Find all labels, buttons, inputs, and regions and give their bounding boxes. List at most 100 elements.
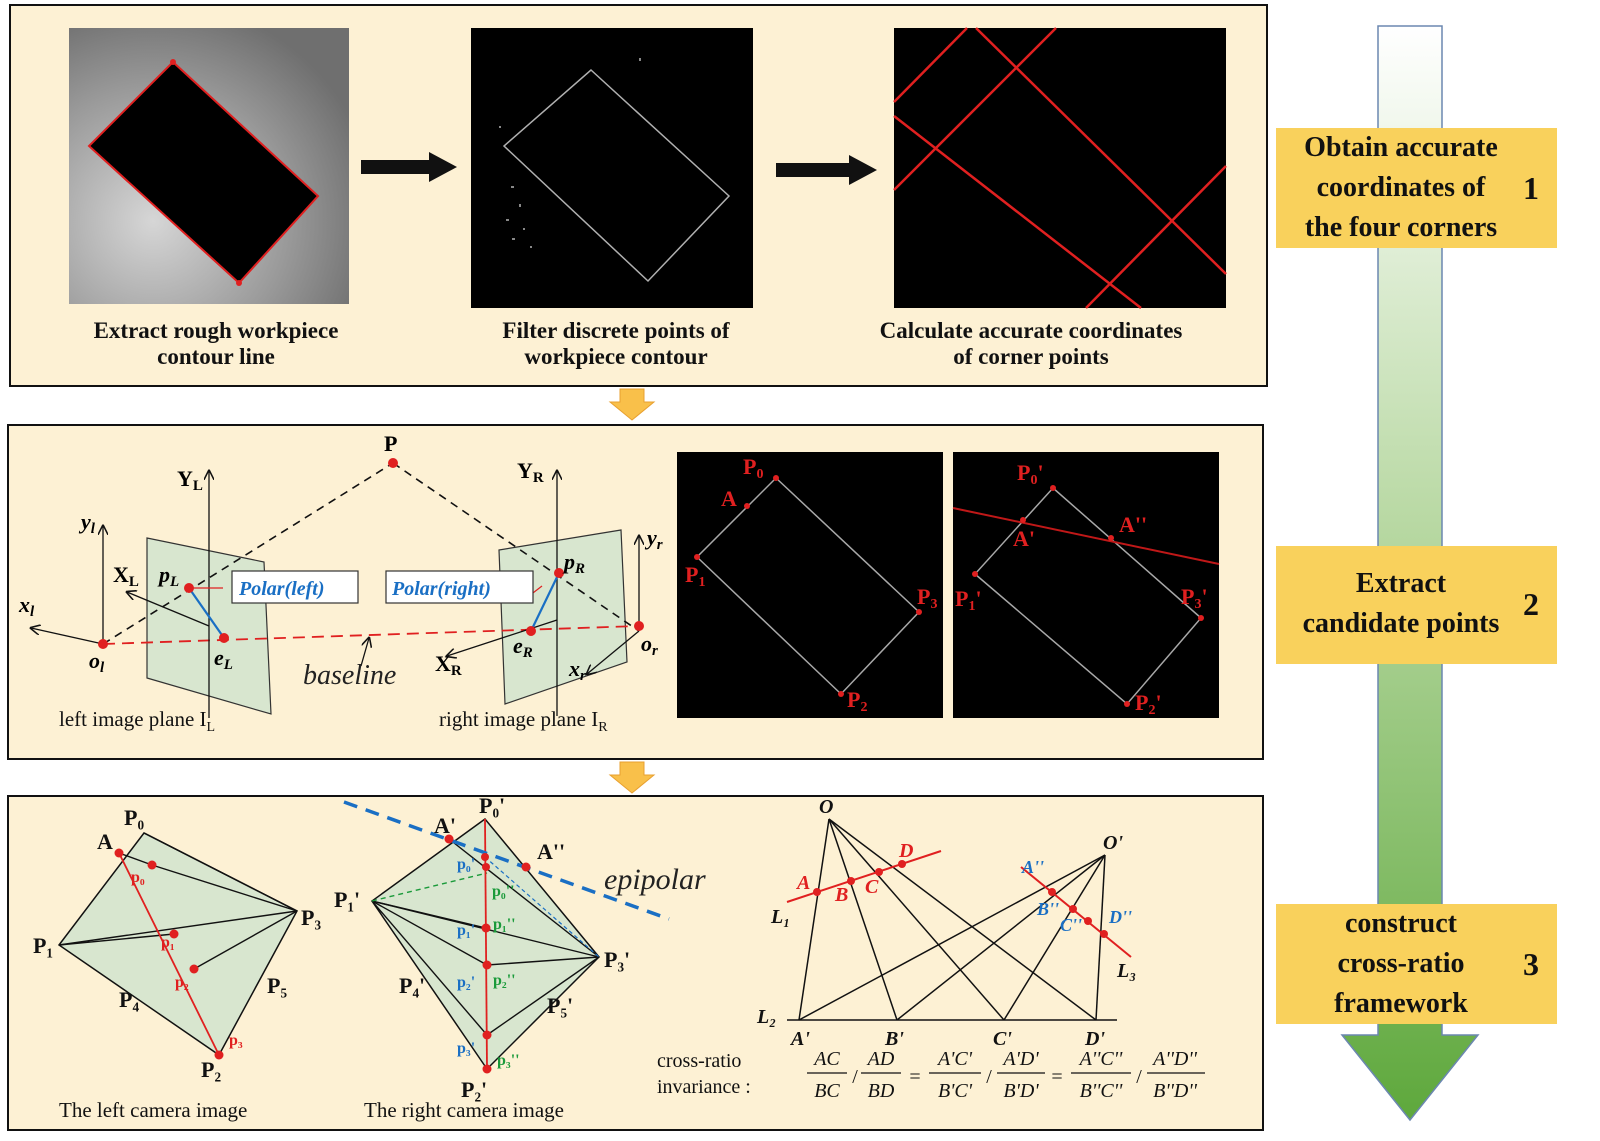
rc-P1-prime: ' — [975, 586, 981, 611]
cr-A: A — [795, 872, 810, 894]
rc-P1: P — [955, 586, 968, 611]
r-p2g: p₂'' — [493, 972, 516, 989]
step-3-line-1: construct — [1345, 908, 1457, 939]
cr-O2: O' — [1103, 832, 1123, 854]
label-XR-sub: R — [451, 663, 462, 679]
svg-text:right image plane IR: right image plane IR — [439, 707, 608, 735]
rc-P2: P — [1135, 690, 1148, 715]
step-2-box: Extract candidate points 2 — [1276, 546, 1557, 664]
step-1-line-1: Obtain accurate — [1304, 132, 1498, 163]
step-2-line-1: Extract — [1355, 568, 1447, 599]
r-P1: P₁' — [334, 887, 360, 912]
f6-num: A''D'' — [1151, 1048, 1197, 1070]
cr-D2: D'' — [1108, 907, 1132, 927]
polar-left-label: Polar(left) — [238, 578, 325, 600]
step-3-box: construct cross-ratio framework 3 — [1276, 904, 1557, 1024]
slash-1: / — [852, 1066, 858, 1088]
svg-text:or: or — [641, 631, 658, 659]
svg-text:yr: yr — [644, 525, 663, 553]
cr-Bp: B' — [884, 1028, 904, 1050]
svg-text:YR: YR — [517, 458, 544, 486]
r-P0: P₀' — [479, 797, 505, 818]
svg-text:XL: XL — [113, 562, 139, 590]
r-p1b: p₁' — [457, 922, 475, 939]
r-P5: P₅' — [547, 993, 573, 1018]
l-p1: p₁ — [161, 934, 175, 951]
lc-P0-sub: 0 — [756, 467, 763, 482]
svg-text:YL: YL — [177, 466, 203, 494]
label-yl: y — [78, 509, 91, 534]
l-A: A — [97, 829, 113, 854]
step-1-line-2: coordinates of — [1316, 172, 1486, 203]
corner-lines-image — [894, 28, 1226, 308]
caption-2: Filter discrete points of workpiece cont… — [441, 318, 791, 370]
cr-C2: C'' — [1060, 915, 1082, 935]
f4-den: B'D' — [1003, 1080, 1039, 1102]
label-YL: Y — [177, 466, 193, 491]
svg-text:eR: eR — [513, 633, 533, 661]
label-xr: x — [568, 656, 580, 681]
f5-den: B''C'' — [1080, 1080, 1123, 1102]
f6-den: B''D'' — [1153, 1080, 1197, 1102]
lc-P2: P — [847, 687, 860, 712]
rc-P0-prime: ' — [1037, 460, 1043, 485]
l-P2: P₂ — [201, 1057, 221, 1082]
epipolar-geometry-diagram: P YL YR yl yr xl xr XL XR pL pR eL eR ol… — [18, 431, 1220, 735]
r-A2: A'' — [537, 839, 565, 864]
label-eL: e — [214, 645, 224, 670]
svg-text:pR: pR — [562, 549, 585, 577]
svg-text:pL: pL — [157, 562, 179, 590]
label-XL-sub: L — [129, 574, 139, 590]
label-xl-sub: l — [30, 604, 35, 620]
caption-1-line-2: contour line — [157, 344, 275, 369]
cr-D: D — [898, 840, 913, 862]
label-or: o — [641, 631, 652, 656]
step-3-number: 3 — [1523, 946, 1539, 982]
epipolar-line — [343, 800, 670, 921]
rc-A1: A' — [1013, 526, 1035, 551]
svg-text:P3: P3 — [917, 584, 937, 612]
rc-P1-sub: 1 — [968, 599, 975, 614]
f1-num: AC — [812, 1048, 840, 1070]
right-plane-label: right image plane I — [439, 707, 598, 731]
label-yl-sub: l — [91, 521, 96, 537]
rc-P3: P — [1181, 584, 1194, 609]
rc-P2-prime: ' — [1155, 690, 1161, 715]
step-1-box: Obtain accurate coordinates of the four … — [1276, 128, 1557, 248]
r-P3: P₃' — [604, 947, 630, 972]
cross-ratio-diagram: P₀ A P₁ P₃ P₄ P₅ P₂ p₀ p₁ p₂ p₃ — [33, 797, 1205, 1122]
right-candidate-image — [953, 452, 1219, 718]
label-XL: X — [113, 562, 129, 587]
label-xl: x — [18, 592, 30, 617]
cr-A2: A'' — [1021, 857, 1044, 877]
label-yr-sub: r — [657, 537, 663, 553]
r-p2b: p₂' — [457, 974, 475, 991]
label-eR-sub: R — [522, 645, 533, 661]
arrow-1 — [361, 152, 457, 182]
svg-text:yl: yl — [78, 509, 96, 537]
svg-text:xr: xr — [568, 656, 586, 684]
cr-Dp: D' — [1084, 1028, 1105, 1050]
panel-candidate-points: P YL YR yl yr xl xr XL XR pL pR eL eR ol… — [7, 424, 1264, 760]
svg-text:P3': P3' — [1181, 584, 1208, 612]
rc-P2-sub: 2 — [1148, 703, 1155, 718]
label-pL-sub: L — [169, 574, 179, 590]
step-3-line-3: framework — [1334, 988, 1468, 1019]
svg-text:P1: P1 — [685, 562, 705, 590]
l-P5: P₅ — [267, 973, 287, 998]
r-P2: P₂' — [461, 1077, 487, 1102]
svg-text:P0': P0' — [1017, 460, 1044, 488]
svg-text:xl: xl — [18, 592, 35, 620]
cross-ratio-label-2: invariance : — [657, 1076, 751, 1098]
label-XR: X — [435, 651, 451, 676]
down-arrow-2 — [608, 761, 656, 794]
label-pR-sub: R — [574, 561, 585, 577]
lc-P3: P — [917, 584, 930, 609]
svg-text:P2: P2 — [847, 687, 867, 715]
lc-P1: P — [685, 562, 698, 587]
l-p3: p₃ — [229, 1032, 243, 1049]
label-eL-sub: L — [223, 657, 233, 673]
down-arrow-1 — [608, 388, 656, 421]
filtered-contour-image — [471, 28, 753, 308]
baseline-line — [102, 625, 640, 645]
